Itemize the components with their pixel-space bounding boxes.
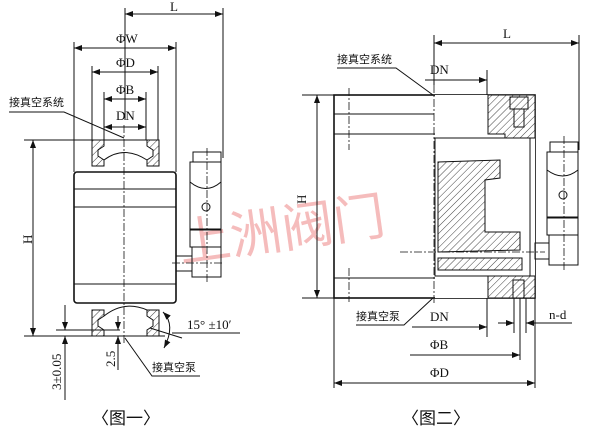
figure-1: L ΦW ΦD ΦB DN H 接真空系统 3±0.05 2.5 15° ±10… (9, 0, 240, 429)
dim-DN: DN (116, 108, 135, 123)
dim-phi-B: ΦB (116, 82, 135, 97)
dim-3-tolerance: 3±0.05 (49, 354, 64, 390)
dim-L: L (170, 0, 178, 14)
dim-DN-bottom: DN (430, 309, 449, 324)
label-vacuum-pump: 接真空泵 (152, 360, 196, 374)
dim-n-d: n-d (549, 307, 567, 322)
dim-phi-W: ΦW (116, 31, 139, 46)
label-vacuum-system: 接真空系统 (9, 95, 64, 109)
dim-2-5: 2.5 (103, 351, 118, 367)
dim-phi-D: ΦD (116, 55, 135, 70)
dim-H: H (294, 195, 309, 204)
figure-2: L DN 接真空系统 H 接真空泵 DN ΦB ΦD n-d 〈图二〉 (294, 26, 580, 429)
solenoid-valve (172, 148, 224, 282)
solenoid-valve (534, 136, 579, 270)
valve-body (73, 171, 177, 304)
label-vacuum-pump: 接真空泵 (356, 309, 400, 323)
dim-phi-B: ΦB (430, 337, 449, 352)
top-flange (91, 139, 160, 173)
label-vacuum-system: 接真空系统 (337, 52, 392, 66)
dim-H: H (20, 235, 35, 244)
dim-angle: 15° ±10′ (187, 317, 232, 332)
dim-phi-D: ΦD (430, 365, 449, 380)
figure-2-caption: 〈图二〉 (402, 409, 470, 429)
figure-1-caption: 〈图一〉 (92, 409, 160, 429)
dim-DN-top: DN (430, 62, 449, 77)
bottom-flange (91, 305, 160, 337)
section-view (400, 94, 545, 299)
dim-L: L (503, 26, 511, 41)
